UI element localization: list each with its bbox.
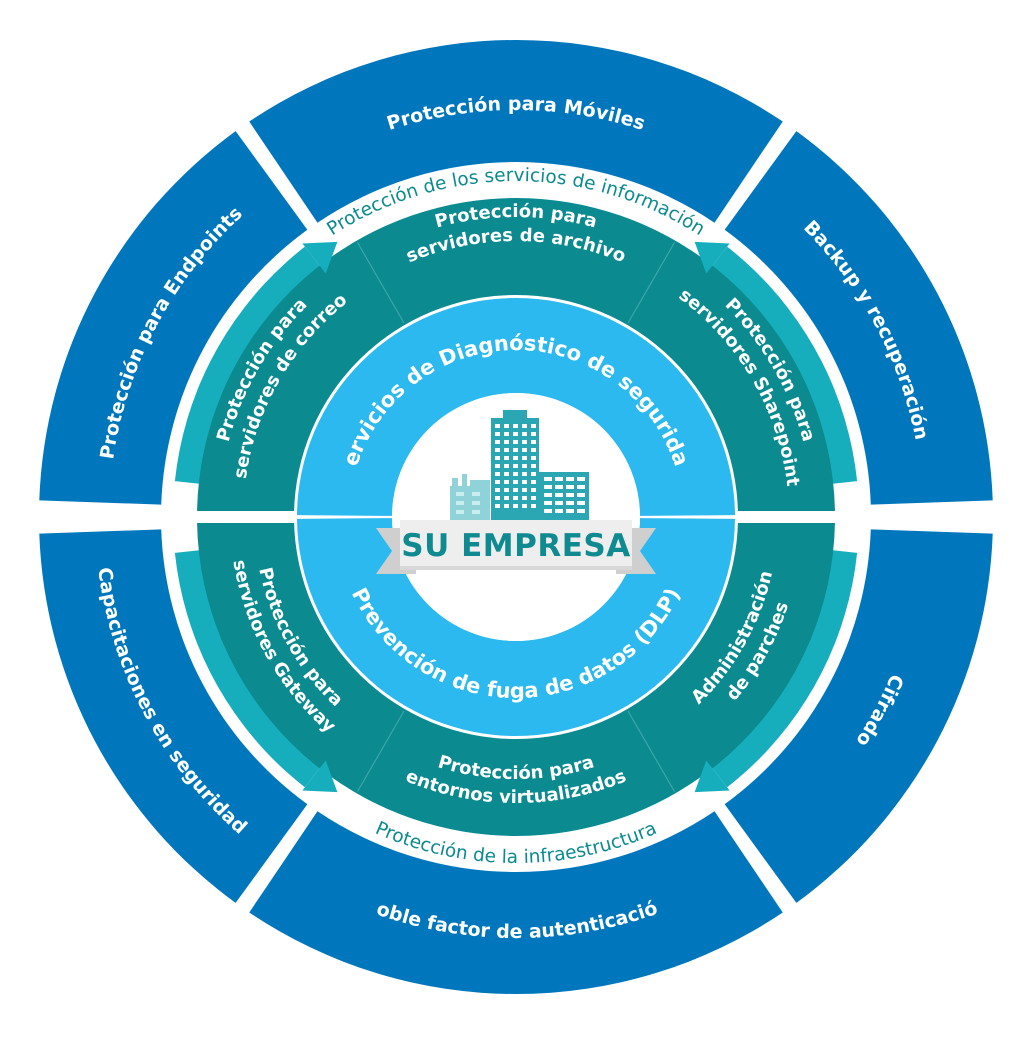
arrow-head-top-left xyxy=(302,241,338,274)
title-band-bottom xyxy=(298,768,734,870)
outer-segment-top xyxy=(249,40,783,223)
middle-divider xyxy=(627,710,676,792)
inner-ring-bottom xyxy=(297,518,735,736)
outer-segment-right-upper xyxy=(724,131,993,505)
outer-segment-right-lower xyxy=(724,529,993,903)
outer-segment-bottom xyxy=(249,811,783,994)
middle-divider xyxy=(356,710,405,792)
center: SU EMPRESA xyxy=(376,393,656,641)
inner-ring-top xyxy=(297,298,735,516)
middle-ring-bottom xyxy=(197,520,835,836)
buildings-icon xyxy=(450,410,589,520)
company-banner-text: SU EMPRESA xyxy=(401,528,630,564)
middle-ring-top xyxy=(197,198,835,514)
company-banner: SU EMPRESA xyxy=(376,520,656,574)
middle-divider xyxy=(627,242,676,324)
outer-segment-left-lower xyxy=(39,529,308,903)
middle-divider xyxy=(356,242,405,324)
arrow-head-bottom-right xyxy=(694,760,730,793)
arrow-head-top-right xyxy=(694,241,730,274)
arrow-head-bottom-left xyxy=(302,760,338,793)
title-band-top xyxy=(298,163,734,266)
outer-segment-left-upper xyxy=(39,131,308,505)
